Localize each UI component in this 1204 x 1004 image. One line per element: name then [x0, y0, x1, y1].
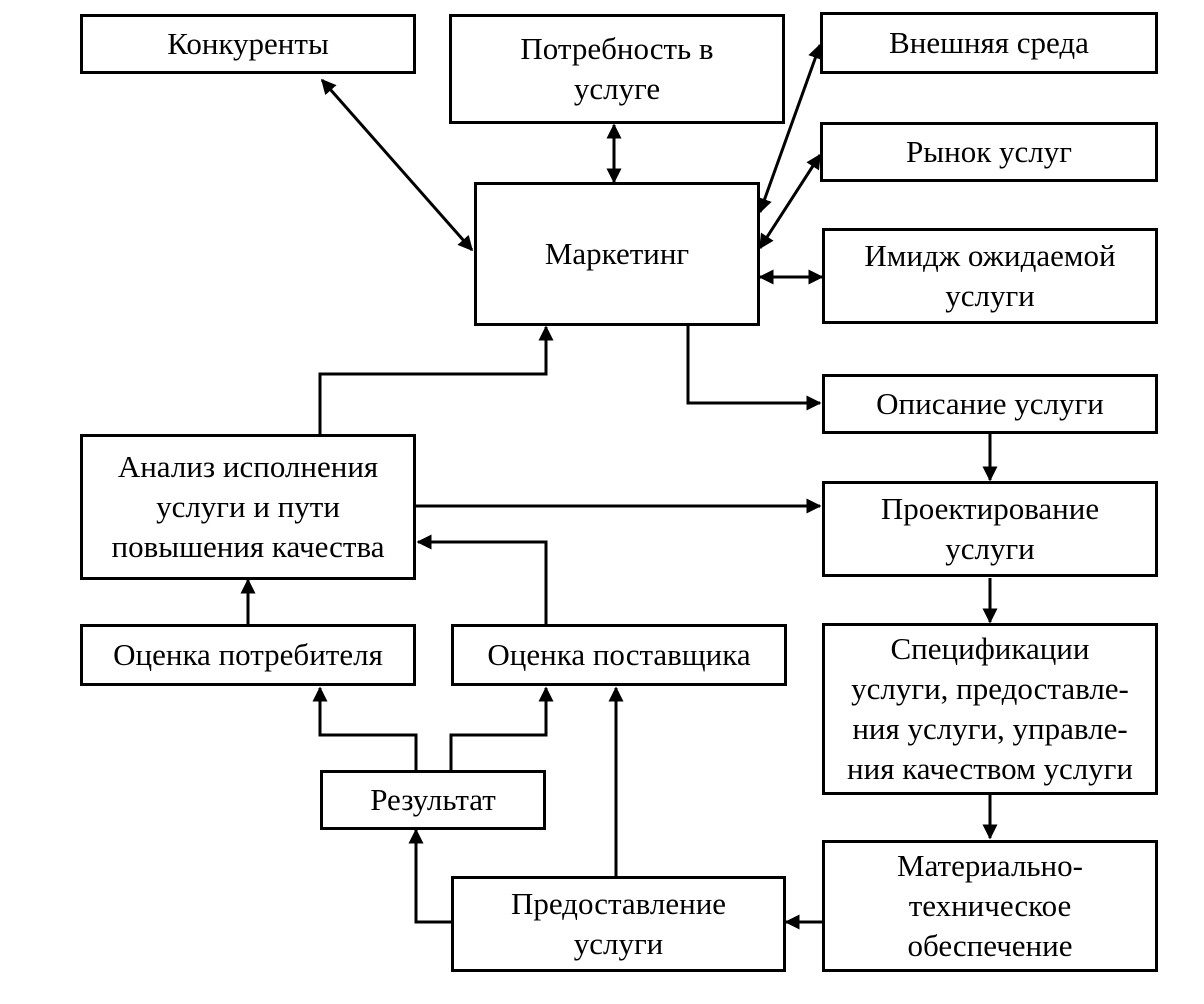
node-image: Имидж ожидаемой услуги — [822, 228, 1158, 324]
link-marketing-description — [686, 325, 822, 411]
node-marketing: Маркетинг — [474, 182, 760, 326]
node-result: Результат — [320, 770, 546, 830]
link-competitors-marketing — [320, 78, 474, 252]
link-delivery-result — [408, 828, 451, 924]
node-result-label: Результат — [370, 782, 496, 817]
node-competitors: Конкуренты — [80, 14, 416, 74]
link-marketing-market — [758, 153, 822, 250]
node-consumer-eval-label: Оценка потребителя — [113, 637, 383, 672]
node-analysis: Анализ исполнения услуги и пути повышени… — [80, 434, 416, 580]
node-logistics: Материально- техническое обеспечение — [822, 840, 1158, 972]
node-delivery-label: Предоставление услуги — [510, 886, 727, 961]
node-consumer-eval: Оценка потребителя — [80, 624, 416, 686]
node-competitors-label: Конкуренты — [167, 26, 329, 61]
link-result-consumer-eval — [312, 686, 418, 770]
node-marketing-label: Маркетинг — [544, 236, 690, 271]
node-description-label: Описание услуги — [876, 386, 1104, 421]
node-image-label: Имидж ожидаемой услуги — [864, 238, 1116, 313]
node-design-label: Проектирование услуги — [880, 491, 1100, 566]
node-logistics-label: Материально- техническое обеспечение — [897, 848, 1083, 963]
node-market-label: Рынок услуг — [906, 134, 1072, 169]
node-delivery: Предоставление услуги — [451, 876, 786, 972]
node-need-label: Потребность в услуге — [520, 31, 714, 106]
link-supplier-eval-analysis — [416, 534, 548, 624]
node-design: Проектирование услуги — [822, 481, 1158, 577]
node-supplier-eval: Оценка поставщика — [451, 624, 787, 686]
node-environment-label: Внешняя среда — [889, 25, 1089, 60]
node-description: Описание услуги — [822, 374, 1158, 434]
node-analysis-label: Анализ исполнения услуги и пути повышени… — [111, 449, 385, 564]
node-market: Рынок услуг — [820, 122, 1158, 182]
node-specs: Спецификации услуги, предоставле- ния ус… — [822, 623, 1158, 795]
node-supplier-eval-label: Оценка поставщика — [487, 637, 751, 672]
link-analysis-marketing — [318, 325, 554, 435]
node-specs-label: Спецификации услуги, предоставле- ния ус… — [847, 631, 1133, 786]
node-need: Потребность в услуге — [449, 14, 785, 124]
node-environment: Внешняя среда — [820, 12, 1158, 74]
link-result-supplier-eval — [449, 686, 554, 770]
